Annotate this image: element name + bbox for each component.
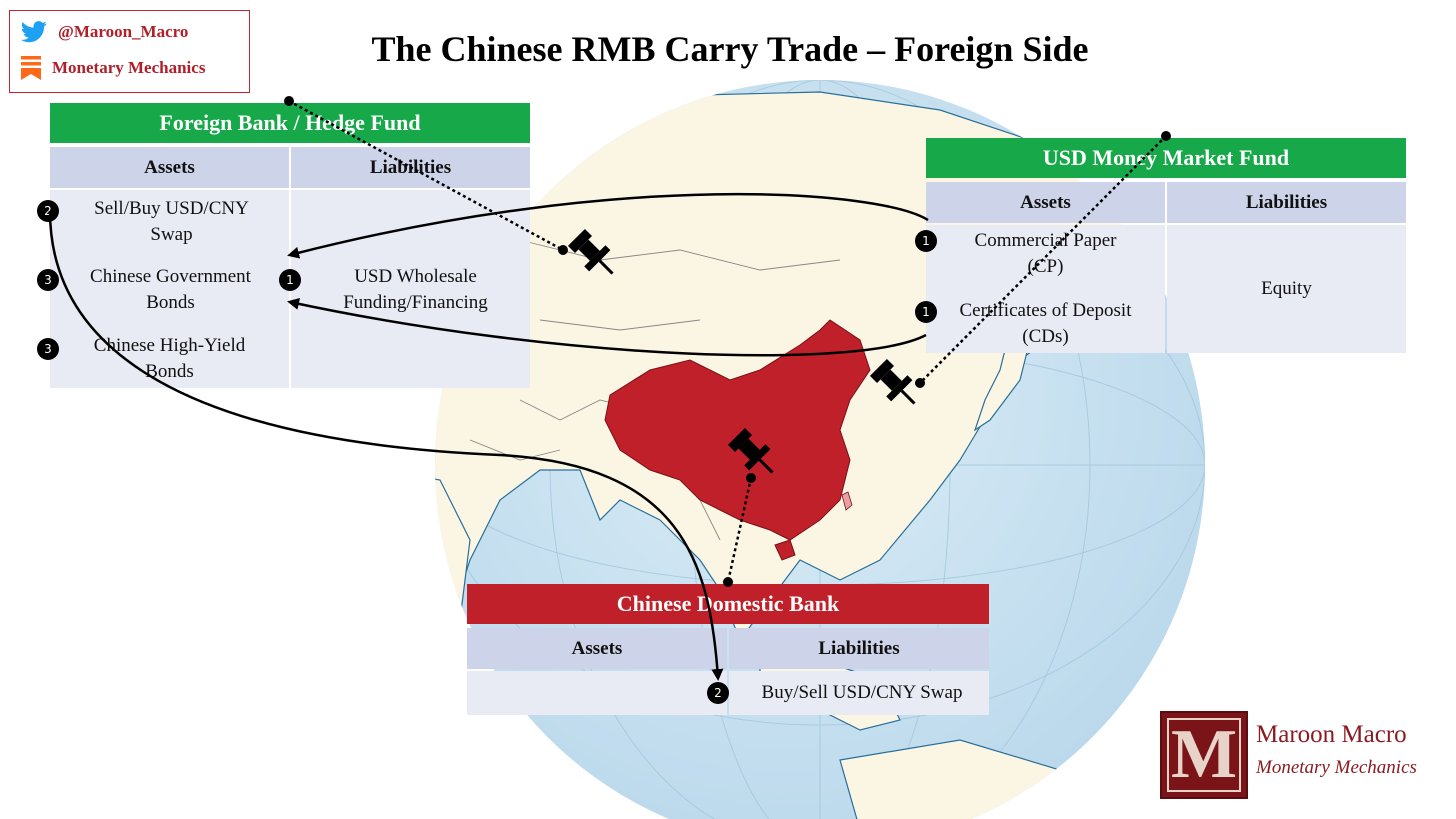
logo-tagline: Monetary Mechanics <box>1256 757 1417 778</box>
mmf-assets-cell: 1 Commercial Paper(CP) 1 Certificates of… <box>915 225 1165 353</box>
twitter-link[interactable]: @Maroon_Macro <box>20 21 188 43</box>
substack-name: Monetary Mechanics <box>52 58 206 77</box>
mmf-balance-sheet: USD Money Market Fund Assets Liabilities… <box>915 138 1406 353</box>
substack-link[interactable]: Monetary Mechanics <box>20 55 205 81</box>
domestic-bank-assets-cell <box>467 671 727 715</box>
logo-letter: M <box>1167 716 1241 793</box>
foreign-bank-title: Foreign Bank / Hedge Fund <box>50 103 530 143</box>
twitter-handle: @Maroon_Macro <box>58 22 189 41</box>
asset-certificates-of-deposit: Certificates of Deposit(CDs) <box>959 300 1132 347</box>
mmf-liabilities-cell: Equity <box>1167 225 1406 353</box>
domestic-bank-assets-header: Assets <box>467 628 727 669</box>
domestic-bank-liabilities-cell: 2 Buy/Sell USD/CNY Swap <box>707 671 989 715</box>
domestic-bank-title: Chinese Domestic Bank <box>467 584 989 624</box>
mmf-title: USD Money Market Fund <box>926 138 1406 178</box>
page-title: The Chinese RMB Carry Trade – Foreign Si… <box>371 29 1089 69</box>
foreign-bank-assets-header: Assets <box>50 147 289 188</box>
maroon-macro-logo: M Maroon Macro Monetary Mechanics <box>1160 711 1450 799</box>
mmf-assets-header: Assets <box>926 182 1165 223</box>
foreign-bank-balance-sheet: Foreign Bank / Hedge Fund Assets Liabili… <box>37 103 530 388</box>
twitter-bird-icon <box>20 21 47 43</box>
liability-fx-swap: Buy/Sell USD/CNY Swap <box>761 682 963 703</box>
logo-mark: M <box>1160 711 1248 799</box>
foreign-bank-liabilities-header: Liabilities <box>291 147 530 188</box>
step-badge: 2 <box>707 682 729 704</box>
liability-equity: Equity <box>1261 278 1312 299</box>
logo-name: Maroon Macro <box>1256 721 1407 748</box>
domestic-bank-balance-sheet: Chinese Domestic Bank Assets Liabilities… <box>467 584 989 715</box>
asset-commercial-paper: Commercial Paper(CP) <box>974 230 1117 277</box>
domestic-bank-liabilities-header: Liabilities <box>729 628 989 669</box>
social-links-box: @Maroon_Macro Monetary Mechanics <box>9 10 250 93</box>
mmf-liabilities-header: Liabilities <box>1167 182 1406 223</box>
substack-icon <box>21 56 41 80</box>
